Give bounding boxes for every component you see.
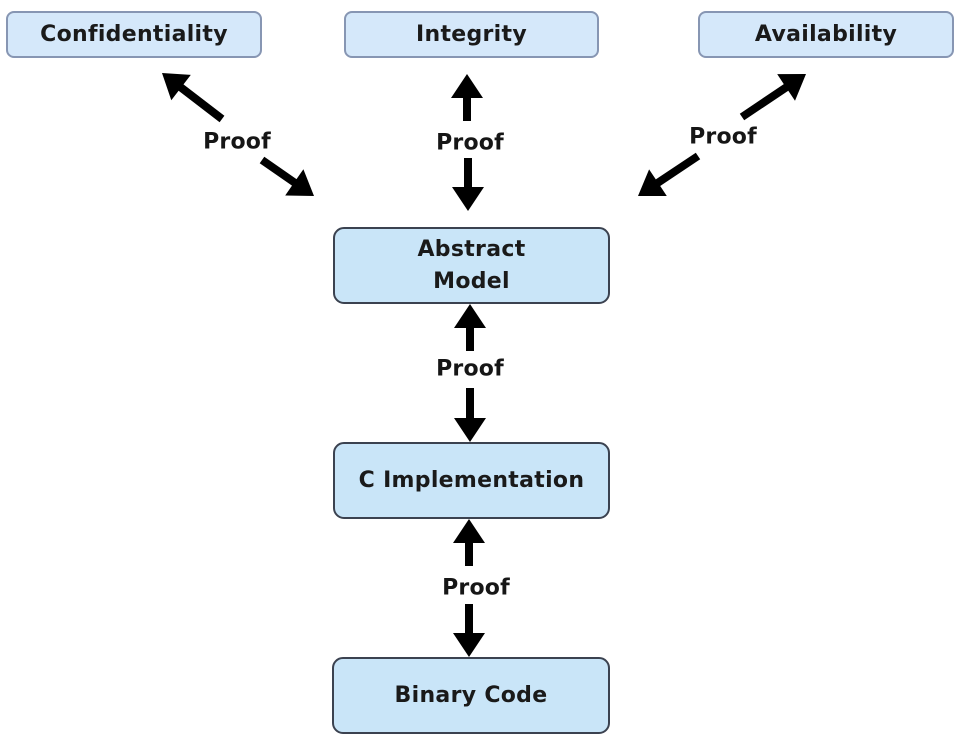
node-label: Availability [754, 21, 898, 47]
arrow-to-abstract-model-from-confidentiality-icon [259, 156, 314, 196]
arrow-to-abstract-model-from-availability-icon [638, 152, 701, 196]
node-c-implementation: C Implementation [333, 442, 610, 519]
node-abstract-model: Abstract Model [333, 227, 610, 304]
node-label: Confidentiality [40, 21, 228, 47]
arrow-to-confidentiality-icon [162, 73, 225, 123]
arrow-to-integrity-icon [451, 74, 483, 121]
edge-label-c-binary: Proof [442, 575, 510, 601]
edge-label-availability: Proof [689, 124, 757, 150]
node-label: Binary Code [394, 682, 548, 708]
node-binary-code: Binary Code [332, 657, 610, 734]
node-label: C Implementation [358, 467, 585, 493]
arrow-to-abstract-model-from-integrity-icon [452, 158, 484, 211]
node-label: Abstract Model [417, 236, 526, 294]
edge-label-confidentiality: Proof [203, 129, 271, 155]
arrow-to-c-implementation-from-binary-icon [453, 519, 485, 566]
arrow-to-c-implementation-icon [454, 388, 486, 442]
node-availability: Availability [698, 11, 954, 58]
edge-label-integrity: Proof [436, 130, 504, 156]
arrow-to-availability-icon [739, 74, 806, 121]
arrow-to-abstract-model-icon [454, 304, 486, 351]
arrow-to-binary-code-icon [453, 604, 485, 657]
edge-label-abstract-c: Proof [436, 356, 504, 382]
node-integrity: Integrity [344, 11, 599, 58]
node-label: Integrity [416, 21, 527, 47]
node-confidentiality: Confidentiality [6, 11, 262, 58]
